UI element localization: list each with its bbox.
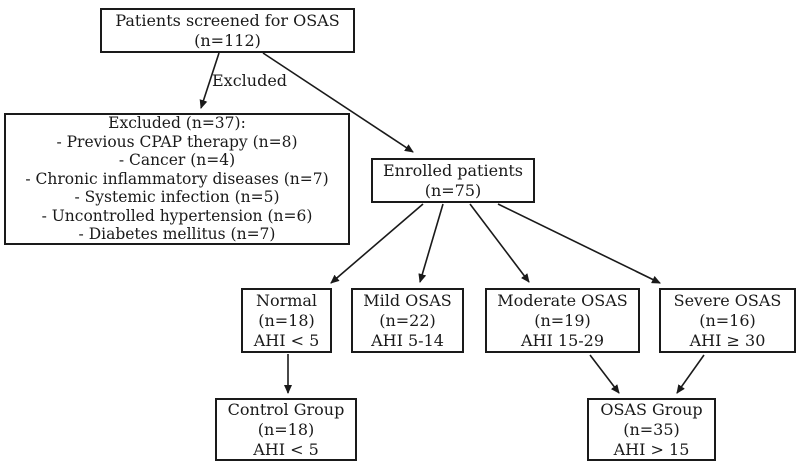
node-patients-screened: Patients screened for OSAS (n=112) xyxy=(100,8,355,53)
node-line: Moderate OSAS xyxy=(497,290,628,310)
node-line: (n=75) xyxy=(424,180,482,200)
node-line: Patients screened for OSAS xyxy=(115,10,340,30)
node-line: (n=112) xyxy=(194,30,261,50)
node-excluded-reasons: Excluded (n=37): - Previous CPAP therapy… xyxy=(4,113,350,245)
arrow-enrolled-to-mild xyxy=(418,203,444,283)
edge-label-excluded: Excluded xyxy=(212,71,288,90)
node-severe-osas: Severe OSAS (n=16) AHI ≥ 30 xyxy=(659,288,796,353)
node-moderate-osas: Moderate OSAS (n=19) AHI 15-29 xyxy=(485,288,640,353)
node-line: (n=18) xyxy=(258,310,315,330)
arrow-enrolled-to-moderate xyxy=(469,203,530,283)
node-line: Control Group xyxy=(227,399,345,419)
node-line: - Diabetes mellitus (n=7) xyxy=(78,225,276,244)
node-line: - Systemic infection (n=5) xyxy=(74,188,280,207)
node-line: - Chronic inflammatory diseases (n=7) xyxy=(25,169,329,188)
node-line: AHI < 5 xyxy=(253,439,319,459)
node-line: AHI < 5 xyxy=(253,330,320,350)
arrow-enrolled-to-severe xyxy=(497,203,661,284)
arrow-moderate-to-osas xyxy=(589,354,620,394)
node-line: OSAS Group xyxy=(600,399,703,419)
arrow-severe-to-osas xyxy=(676,354,705,394)
node-line: (n=18) xyxy=(257,419,315,439)
node-line: Excluded (n=37): xyxy=(108,113,246,132)
node-enrolled-patients: Enrolled patients (n=75) xyxy=(371,158,535,203)
node-line: (n=22) xyxy=(379,310,436,330)
node-line: Severe OSAS xyxy=(673,290,782,310)
node-normal: Normal (n=18) AHI < 5 xyxy=(241,288,332,353)
node-line: - Previous CPAP therapy (n=8) xyxy=(56,132,298,151)
node-line: Normal xyxy=(255,290,318,310)
node-line: (n=35) xyxy=(623,419,680,439)
node-line: AHI 5-14 xyxy=(371,330,444,350)
node-line: AHI ≥ 30 xyxy=(689,330,766,350)
node-line: Mild OSAS xyxy=(363,290,452,310)
node-line: Enrolled patients xyxy=(382,160,524,180)
node-line: (n=16) xyxy=(699,310,756,330)
node-control-group: Control Group (n=18) AHI < 5 xyxy=(215,398,357,461)
node-line: AHI > 15 xyxy=(613,439,690,459)
node-line: - Cancer (n=4) xyxy=(118,151,236,170)
node-mild-osas: Mild OSAS (n=22) AHI 5-14 xyxy=(351,288,464,353)
node-line: AHI 15-29 xyxy=(520,330,605,350)
node-line: (n=19) xyxy=(534,310,591,330)
node-line: - Uncontrolled hypertension (n=6) xyxy=(41,206,313,225)
node-osas-group: OSAS Group (n=35) AHI > 15 xyxy=(587,398,716,461)
